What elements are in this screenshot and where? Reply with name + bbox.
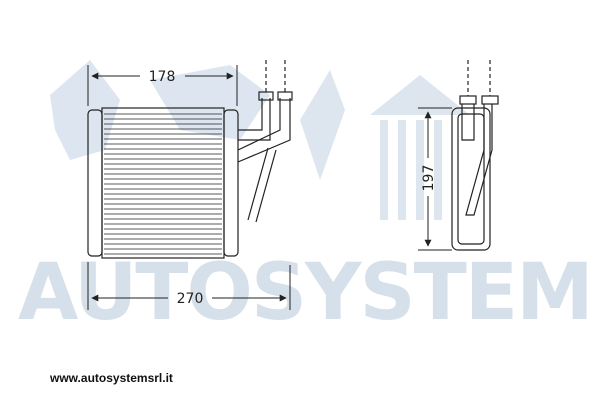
dimension-top (87, 65, 238, 106)
right-tank (223, 109, 239, 257)
watermark-pillar (380, 120, 388, 220)
dimension-label-side: 197 (421, 165, 437, 192)
front-view (87, 107, 239, 259)
watermark-text: AUTOSYSTEM (18, 248, 594, 338)
core-fins (104, 113, 222, 255)
pipe-outer-2 (237, 98, 281, 151)
dimension-bottom (87, 262, 291, 310)
pipes-front (237, 60, 293, 223)
pipe-outer-1 (238, 98, 263, 131)
watermark-pillar (416, 120, 424, 220)
pipe-cap-1 (258, 91, 274, 101)
side-outline-outer (451, 107, 491, 251)
side-pipe-cap-2 (481, 95, 499, 105)
watermark-pillar (434, 120, 442, 220)
side-pipe-cap-1 (459, 95, 477, 105)
pipe-down-2 (255, 149, 277, 223)
watermark-pillar (398, 120, 406, 220)
dimension-label-bottom: 270 (177, 291, 204, 307)
core-outline (101, 107, 225, 259)
pipe-inner-1 (238, 98, 271, 141)
watermark-figure-wing (150, 65, 270, 140)
watermark-lightning (300, 70, 345, 180)
website-url: www.autosystemsrl.it (50, 371, 173, 385)
left-tank (87, 109, 103, 257)
pipe-down-1 (247, 147, 269, 221)
dimension-side (418, 107, 452, 251)
watermark-pediment (370, 75, 470, 115)
side-pipe-1 (461, 104, 475, 141)
side-pipe-2 (465, 104, 493, 216)
pipe-inner-2 (237, 98, 291, 163)
dimension-label-top: 178 (149, 69, 176, 85)
side-view (451, 60, 499, 251)
